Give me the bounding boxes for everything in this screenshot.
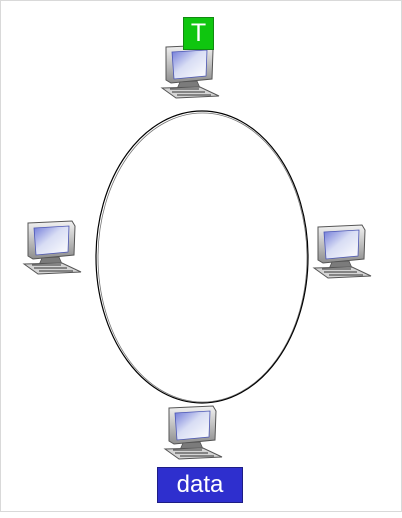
data-badge: data [157,467,243,503]
left-computer-icon [23,220,82,275]
token-badge: T [183,17,214,50]
bottom-computer-icon [164,405,223,460]
right-computer-icon [313,224,372,279]
top-computer-icon [161,44,220,99]
ring-network-line [95,110,309,404]
